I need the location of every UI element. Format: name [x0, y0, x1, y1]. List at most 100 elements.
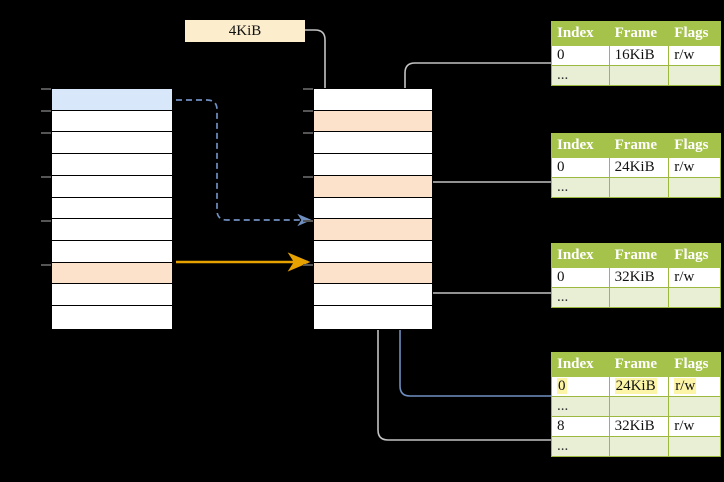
frame-row — [314, 306, 432, 328]
row-tick — [303, 264, 313, 266]
cell-index: 0 — [551, 376, 610, 397]
row-tick — [303, 110, 313, 112]
row-tick — [303, 176, 313, 178]
cell-flags: r/w — [668, 157, 721, 178]
row-tick — [303, 88, 313, 90]
frame-row — [314, 89, 432, 111]
frame-row — [314, 110, 432, 133]
column-header-flags: Flags — [668, 133, 721, 158]
frame-row — [314, 175, 432, 198]
table-row[interactable]: ... — [551, 177, 721, 198]
vaddr-row — [52, 241, 172, 263]
row-tick — [303, 220, 313, 222]
cell-flags: r/w — [668, 267, 721, 288]
cell-flags — [668, 287, 721, 308]
table-row[interactable]: ... — [551, 396, 721, 417]
column-header-index: Index — [551, 352, 610, 377]
cell-frame — [608, 436, 670, 457]
row-tick — [303, 132, 313, 134]
highlighted-value: 0 — [557, 378, 567, 394]
column-header-index: Index — [551, 243, 610, 268]
cell-index: ... — [551, 436, 610, 457]
cell-flags: r/w — [668, 45, 721, 66]
row-tick — [41, 88, 51, 90]
vaddr-row — [52, 306, 172, 328]
vaddr-row — [52, 154, 172, 176]
column-header-frame: Frame — [608, 21, 670, 46]
cell-frame: 24KiB — [608, 376, 670, 397]
cell-flags: r/w — [668, 416, 721, 437]
wire-vaddr-blue — [176, 99, 312, 227]
cell-index: 8 — [551, 416, 610, 437]
cell-flags — [668, 396, 721, 417]
column-header-flags: Flags — [668, 21, 721, 46]
cell-frame: 24KiB — [608, 157, 670, 178]
row-tick — [41, 110, 51, 112]
table-row[interactable]: ... — [551, 65, 721, 86]
wire-pt3-to-frame — [414, 270, 560, 294]
cell-index: ... — [551, 396, 610, 417]
row-tick — [41, 220, 51, 222]
cell-frame — [608, 396, 670, 417]
cell-flags — [668, 65, 721, 86]
cell-frame: 32KiB — [608, 416, 670, 437]
cell-index: ... — [551, 65, 610, 86]
cell-index: 0 — [551, 157, 610, 178]
vaddr-row — [52, 175, 172, 198]
cell-index: 0 — [551, 267, 610, 288]
highlighted-value: 24KiB — [614, 378, 657, 394]
cell-frame: 32KiB — [608, 267, 670, 288]
column-header-frame: Frame — [608, 133, 670, 158]
physical-memory-column — [313, 88, 433, 330]
frame-row — [314, 154, 432, 176]
frame-row — [314, 219, 432, 242]
cell-index: ... — [551, 177, 610, 198]
frame-row — [314, 284, 432, 307]
cell-frame — [608, 287, 670, 308]
cell-frame — [608, 65, 670, 86]
column-header-frame: Frame — [608, 352, 670, 377]
cell-flags — [668, 436, 721, 457]
frame-row — [314, 197, 432, 220]
cell-index: ... — [551, 287, 610, 308]
wire-pt2-to-frame — [414, 181, 560, 230]
frame-row — [314, 132, 432, 155]
frame-row — [314, 262, 432, 285]
column-header-flags: Flags — [668, 352, 721, 377]
column-header-index: Index — [551, 21, 610, 46]
table-row[interactable]: ... — [551, 287, 721, 308]
table-row[interactable]: ... — [551, 436, 721, 457]
row-tick — [41, 132, 51, 134]
cell-index: 0 — [551, 45, 610, 66]
vaddr-row — [52, 219, 172, 242]
cell-flags: r/w — [668, 376, 721, 397]
row-tick — [41, 176, 51, 178]
column-header-frame: Frame — [608, 243, 670, 268]
column-header-flags: Flags — [668, 243, 721, 268]
row-tick — [41, 264, 51, 266]
vaddr-row — [52, 132, 172, 155]
table-row[interactable]: 0 24KiB r/w — [551, 376, 721, 397]
vaddr-row — [52, 262, 172, 285]
virtual-address-column — [51, 88, 173, 330]
cell-frame — [608, 177, 670, 198]
frame-row — [314, 241, 432, 263]
cell-frame: 16KiB — [608, 45, 670, 66]
vaddr-row — [52, 197, 172, 220]
cell-flags — [668, 177, 721, 198]
vaddr-row — [52, 110, 172, 133]
column-header-index: Index — [551, 133, 610, 158]
vaddr-row — [52, 284, 172, 307]
